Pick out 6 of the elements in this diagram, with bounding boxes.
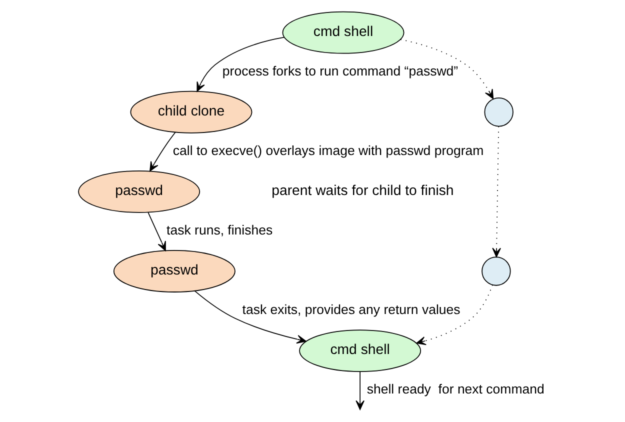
- edge-label: task runs, finishes: [166, 222, 272, 238]
- edge-label: call to execve() overlays image with passwd program: [172, 142, 484, 158]
- edge-label: task exits, provides any return values: [242, 302, 460, 318]
- edge-label: process forks to run command “passwd”: [222, 63, 458, 78]
- edge-label: shell ready for next command: [366, 382, 544, 397]
- label: parent waits for child to finish: [271, 182, 454, 198]
